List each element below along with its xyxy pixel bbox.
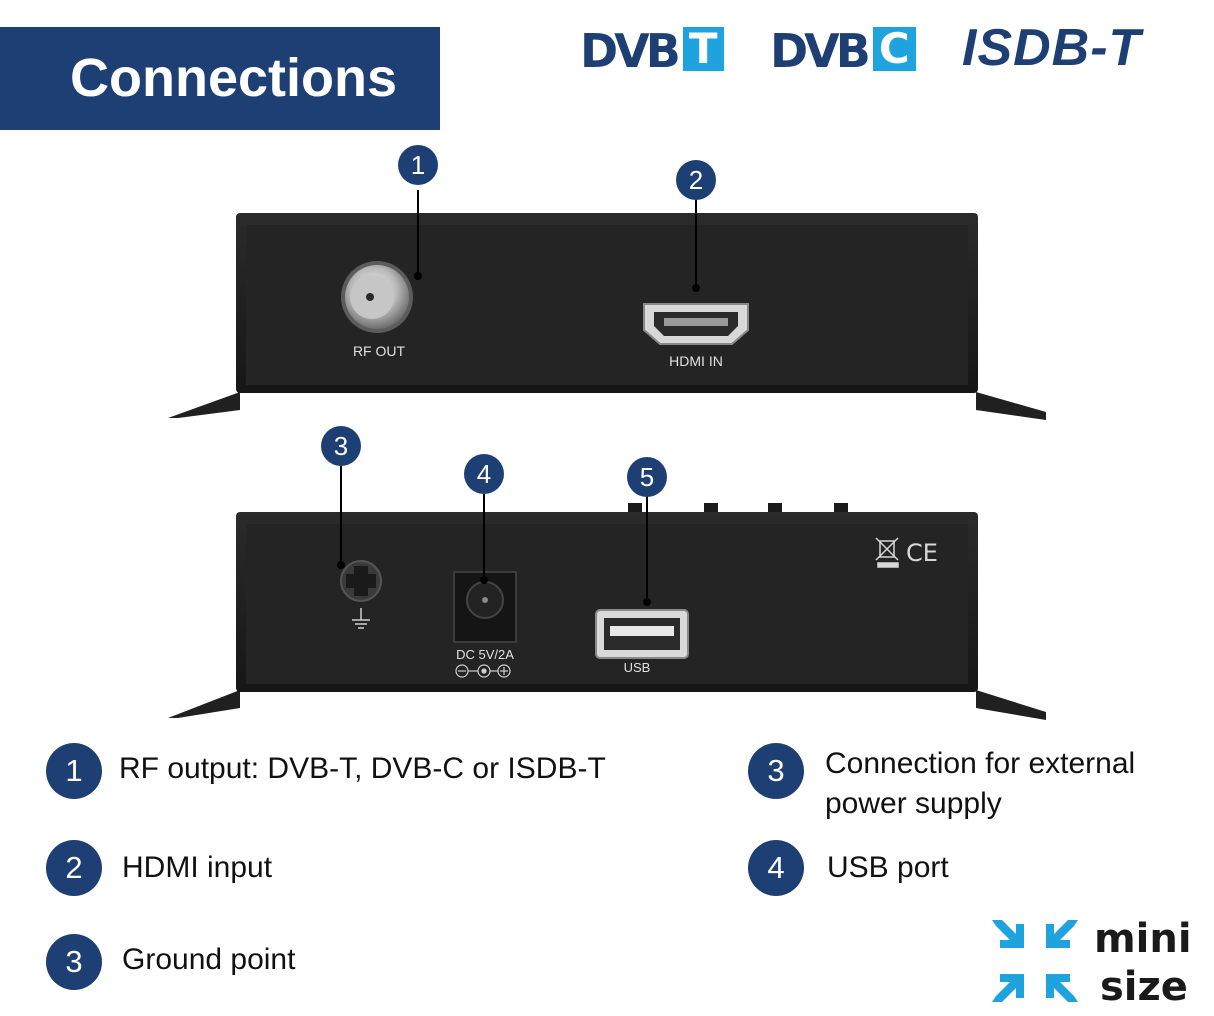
legend-badge-1: 1 — [46, 743, 102, 799]
dvbt-logo-suffix: T — [682, 27, 724, 71]
hdmi-in-label: HDMI IN — [669, 353, 723, 369]
header-banner: Connections — [0, 27, 440, 130]
callout-badge-4: 4 — [464, 454, 504, 494]
dvbc-logo-word: DVB — [770, 24, 871, 78]
weee-bin-icon — [875, 537, 899, 568]
ce-mark-icon: CE — [906, 539, 938, 567]
legend-text-usb-port: USB port — [827, 851, 949, 884]
device-bottom-front-panel — [246, 524, 968, 684]
ground-symbol-icon — [352, 608, 370, 629]
mini-size-arrows-icon — [992, 920, 1078, 1002]
legend-text-rf-output: RF output: DVB-T, DVB-C or ISDB-T — [119, 752, 606, 785]
legend-badge-3: 3 — [46, 934, 102, 990]
device-top-view: RF OUT HDMI IN — [168, 190, 1046, 420]
dc-polarity-icon — [455, 664, 511, 678]
dc-label: DC 5V/2A — [456, 647, 514, 662]
isdbt-logo: ISDB-T — [962, 19, 1142, 77]
rf-out-port — [341, 261, 413, 333]
callout-5-dot — [643, 598, 651, 606]
device-bottom-view: DC 5V/2A USB CE — [168, 466, 1046, 720]
page-title: Connections — [70, 48, 398, 108]
legend-text-ground-point: Ground point — [122, 943, 296, 976]
hdmi-in-port — [643, 303, 749, 345]
legend-badge-2: 2 — [46, 840, 102, 896]
device-top-right-foot — [976, 392, 1046, 420]
mini-size-line1: mini — [1094, 916, 1192, 962]
callout-badge-2: 2 — [676, 160, 716, 200]
callout-badge-5: 5 — [627, 457, 667, 497]
legend-text-hdmi-input: HDMI input — [122, 851, 273, 884]
dc-power-port — [453, 571, 517, 643]
device-top-left-foot — [168, 392, 240, 418]
usb-port — [595, 609, 689, 659]
dvbc-logo-suffix: C — [872, 27, 916, 71]
rf-out-label: RF OUT — [353, 343, 406, 359]
device-bottom-right-foot — [976, 690, 1046, 720]
callout-4-dot — [480, 576, 488, 584]
usb-label: USB — [624, 660, 651, 675]
legend-badge-4: 4 — [748, 840, 804, 896]
ground-screw-port — [340, 560, 382, 602]
callout-1-dot — [414, 272, 422, 280]
legend-text-power-supply: Connection for external power supply — [825, 747, 1136, 820]
callout-3-dot — [337, 561, 345, 569]
mini-size-line2: size — [1100, 964, 1188, 1010]
callout-badge-1: 1 — [398, 145, 438, 185]
legend-badge-3b: 3 — [748, 743, 804, 799]
device-bottom-left-foot — [168, 690, 240, 718]
dvbt-logo-word: DVB — [580, 24, 681, 78]
callout-2-dot — [692, 284, 700, 292]
callout-badge-3: 3 — [321, 426, 361, 466]
